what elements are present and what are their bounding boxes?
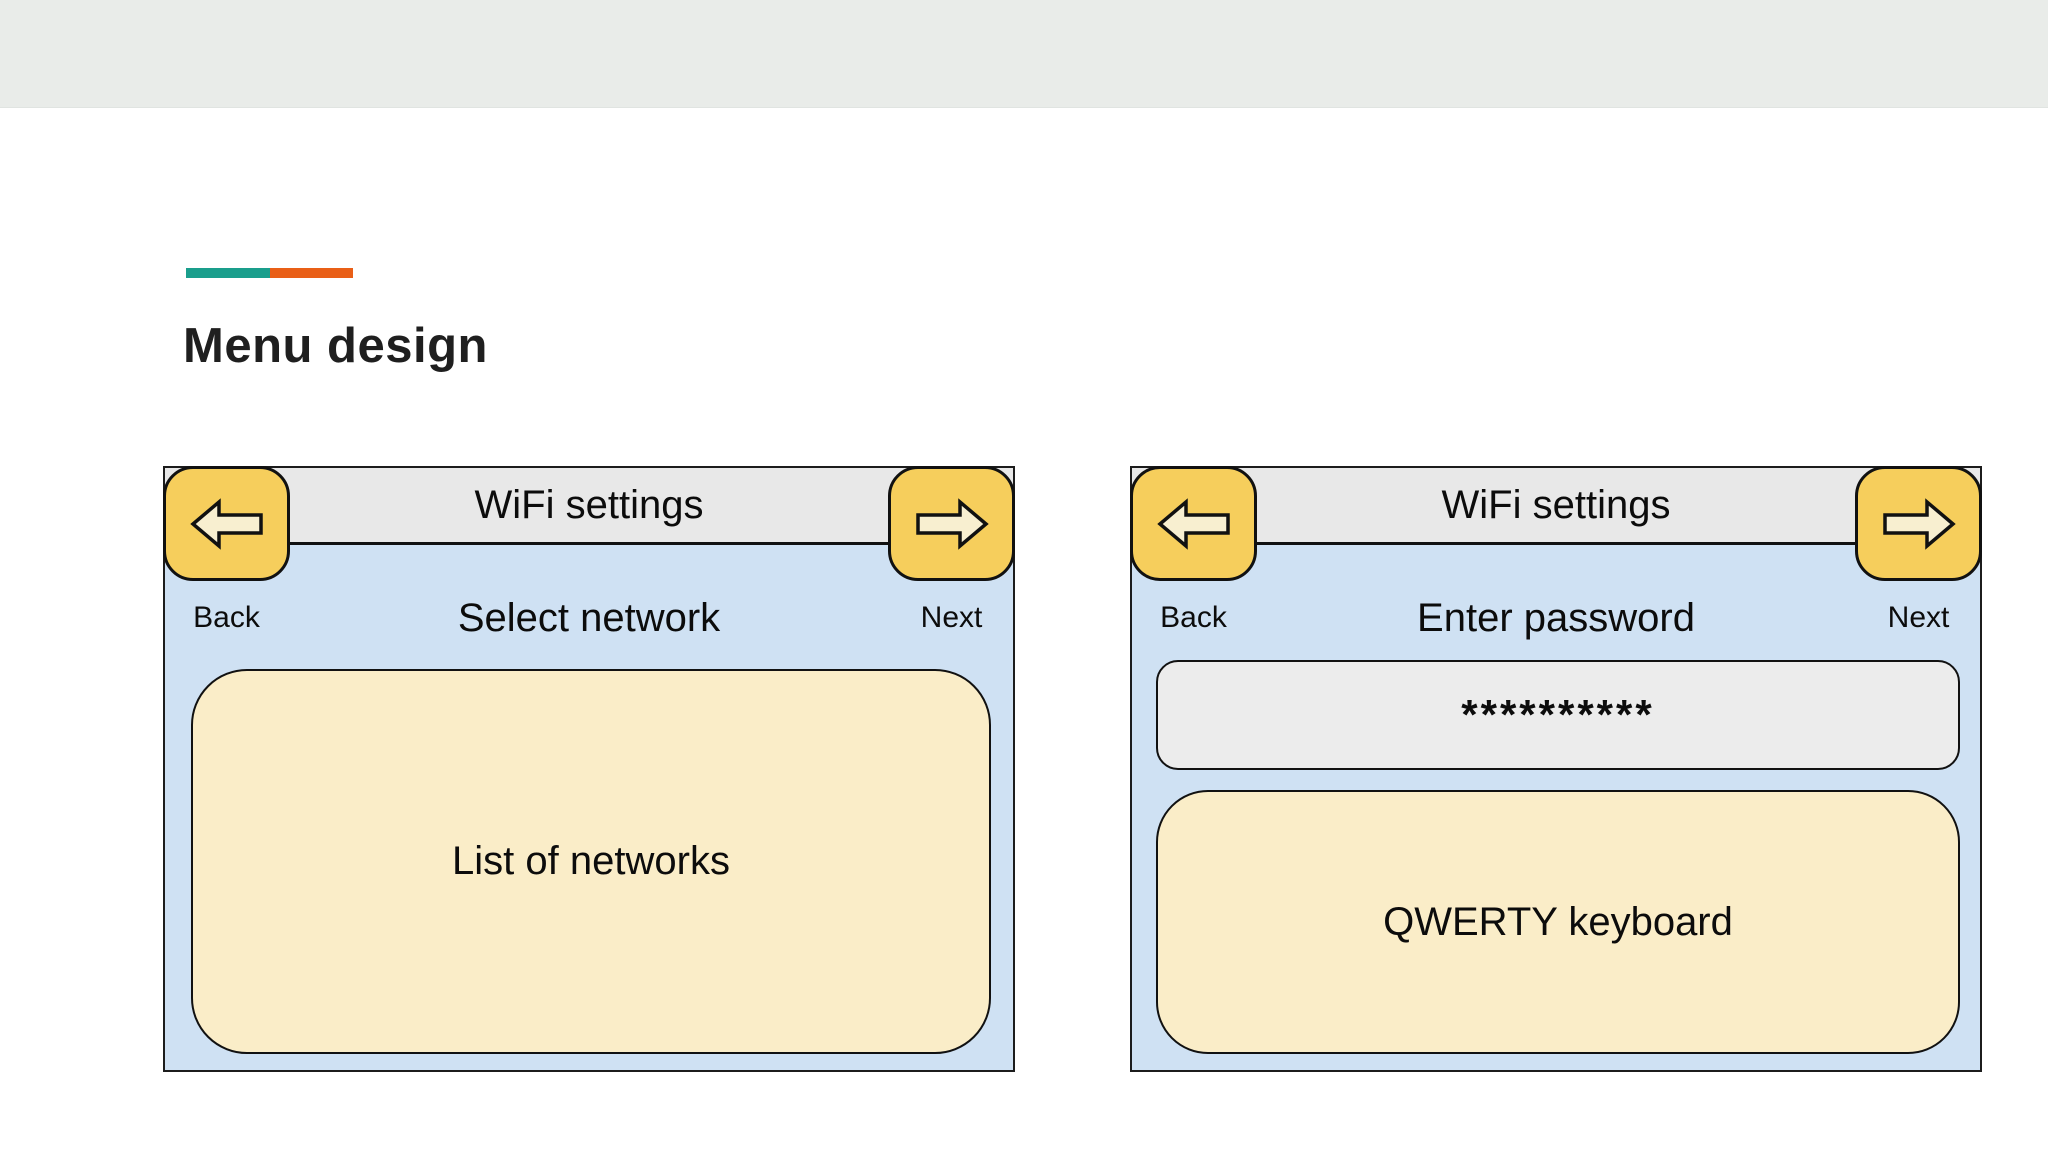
network-list-box[interactable]: List of networks [191, 669, 991, 1054]
arrow-right-icon [1881, 497, 1957, 550]
screen-header-title: WiFi settings [474, 482, 704, 527]
password-field[interactable]: ********** [1156, 660, 1960, 770]
arrow-left-icon [1156, 497, 1232, 550]
top-bar [0, 0, 2048, 108]
accent-bar-orange-segment [270, 268, 353, 278]
arrow-right-icon [914, 497, 990, 550]
password-value: ********** [1461, 691, 1655, 738]
back-label: Back [1160, 601, 1227, 634]
screen-header: WiFi settings [165, 468, 1013, 545]
next-button[interactable] [888, 466, 1015, 581]
next-label: Next [920, 601, 983, 634]
network-list-label: List of networks [452, 839, 730, 883]
page-title: Menu design [183, 319, 488, 373]
screen-subtitle: Select network [457, 596, 721, 640]
screen-header-title: WiFi settings [1441, 482, 1671, 527]
arrow-left-icon [189, 497, 265, 550]
label-row: Back Enter password Next [1132, 596, 1980, 640]
accent-bar [186, 268, 353, 278]
label-row: Back Select network Next [165, 596, 1013, 640]
next-button[interactable] [1855, 466, 1982, 581]
next-label: Next [1887, 601, 1950, 634]
screen-subtitle: Enter password [1417, 596, 1695, 640]
keyboard-box[interactable]: QWERTY keyboard [1156, 790, 1960, 1054]
back-label: Back [193, 601, 260, 634]
wifi-screen-select-network: WiFi settings Back Select network Next L… [163, 466, 1015, 1072]
back-button[interactable] [163, 466, 290, 581]
wifi-screen-enter-password: WiFi settings Back Enter password Next *… [1130, 466, 1982, 1072]
screen-header: WiFi settings [1132, 468, 1980, 545]
back-button[interactable] [1130, 466, 1257, 581]
accent-bar-teal-segment [186, 268, 270, 278]
keyboard-label: QWERTY keyboard [1383, 899, 1733, 944]
